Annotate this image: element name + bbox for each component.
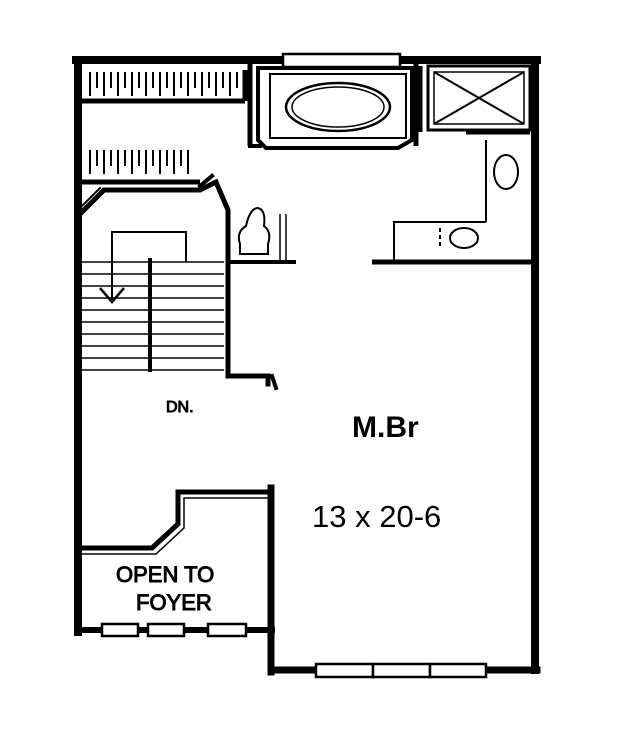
stair-arrow-path [111,231,187,300]
hall-toilet [237,206,271,255]
open-to-foyer: OPEN TO FOYER [82,489,272,616]
open-to-foyer-label-line1: OPEN TO [116,562,214,587]
foyer-window-1 [100,622,140,638]
foyer-window-2 [146,622,186,638]
vanity-counter [393,221,486,262]
stair-landing-post [269,373,279,391]
tub-basin [284,81,392,133]
angled-stair-wall-inner [80,186,102,208]
toilet-bowl [493,154,519,190]
master-bedroom-dimensions: 13 x 20-6 [312,499,441,534]
shower-x-2 [433,71,525,125]
foyer-railing [82,489,272,551]
stair-treads [82,261,224,371]
bedroom-window-1 [314,662,375,679]
vanity-sink [449,227,479,249]
stair-walls [78,173,296,391]
master-bedroom-name: M.Br [352,411,419,444]
closets [82,70,248,185]
closet-door-swing [197,173,215,189]
closet-hangers-bottom [89,150,189,174]
tub-inner [269,73,407,139]
bedroom-window-2 [371,662,432,679]
open-to-foyer-label-line2: FOYER [136,590,212,615]
exterior-walls [72,56,541,676]
bedroom-window-3 [428,662,488,679]
foyer-window-3 [206,622,248,638]
stairs-down-label: DN. [166,399,194,416]
stair-arrow-head [99,287,125,304]
foyer-railing-inner [82,497,272,555]
tub-surround [256,66,414,150]
top-window [281,52,402,69]
master-bath [237,62,532,265]
shower-floor [433,71,525,125]
master-bedroom: M.Br 13 x 20-6 [312,411,441,534]
closet-hangers-top [89,72,238,96]
angled-stair-wall [78,178,271,387]
staircase: DN. [82,231,224,417]
tub-basin-inner [291,86,385,128]
